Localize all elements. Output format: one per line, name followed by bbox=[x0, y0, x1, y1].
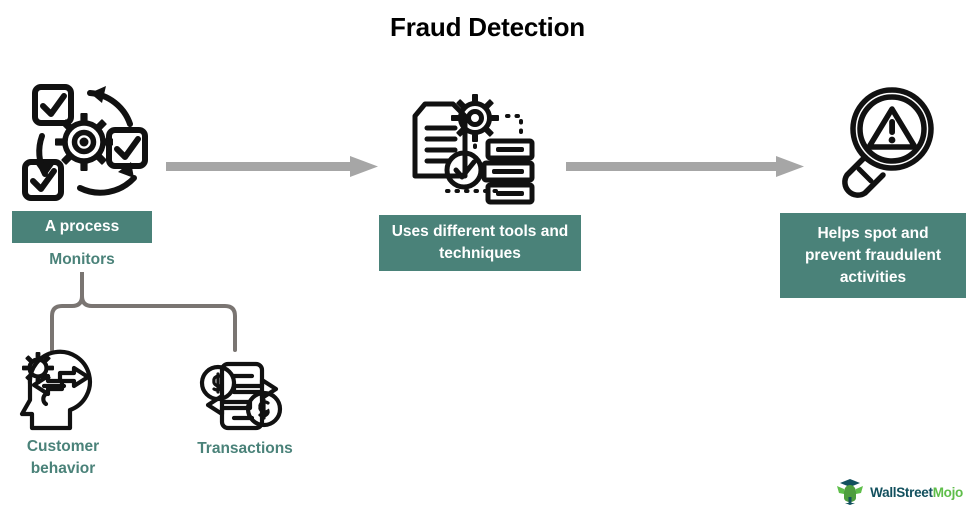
brace-connector bbox=[40, 270, 255, 352]
document-gear-database-tools-icon bbox=[403, 92, 538, 207]
branch-item-2-label: Transactions bbox=[197, 440, 293, 457]
process-cycle-gear-checkboxes-icon bbox=[18, 80, 163, 205]
magnifier-warning-alert-icon bbox=[820, 85, 945, 205]
arrow-stage2-to-stage3 bbox=[566, 155, 806, 179]
logo-text: WallStreetMojo bbox=[870, 485, 963, 500]
logo-text-primary: WallStreet bbox=[870, 485, 933, 500]
wallstreetmojo-bull-icon bbox=[836, 475, 864, 510]
stage-2-label: Uses different tools and techniques bbox=[391, 223, 569, 262]
arrow-stage1-to-stage2 bbox=[166, 155, 380, 179]
head-gear-behavior-icon bbox=[12, 348, 112, 440]
stage-1-label-box: A process bbox=[12, 211, 152, 243]
page-title: Fraud Detection bbox=[390, 12, 585, 42]
transactions-exchange-dollar-icon bbox=[196, 352, 288, 440]
stage-2-label-box: Uses different tools and techniques bbox=[379, 215, 581, 271]
wallstreetmojo-logo: WallStreetMojo bbox=[836, 475, 963, 510]
logo-text-secondary: Mojo bbox=[932, 485, 964, 500]
stage-3-label: Helps spot and prevent fraudulent activi… bbox=[804, 224, 942, 286]
stage-1-sublabel: Monitors bbox=[49, 251, 115, 268]
stage-3-label-box: Helps spot and prevent fraudulent activi… bbox=[780, 213, 966, 298]
stage-1-label: A process bbox=[44, 218, 120, 235]
branch-item-1-label: Customer behavior bbox=[26, 438, 100, 478]
